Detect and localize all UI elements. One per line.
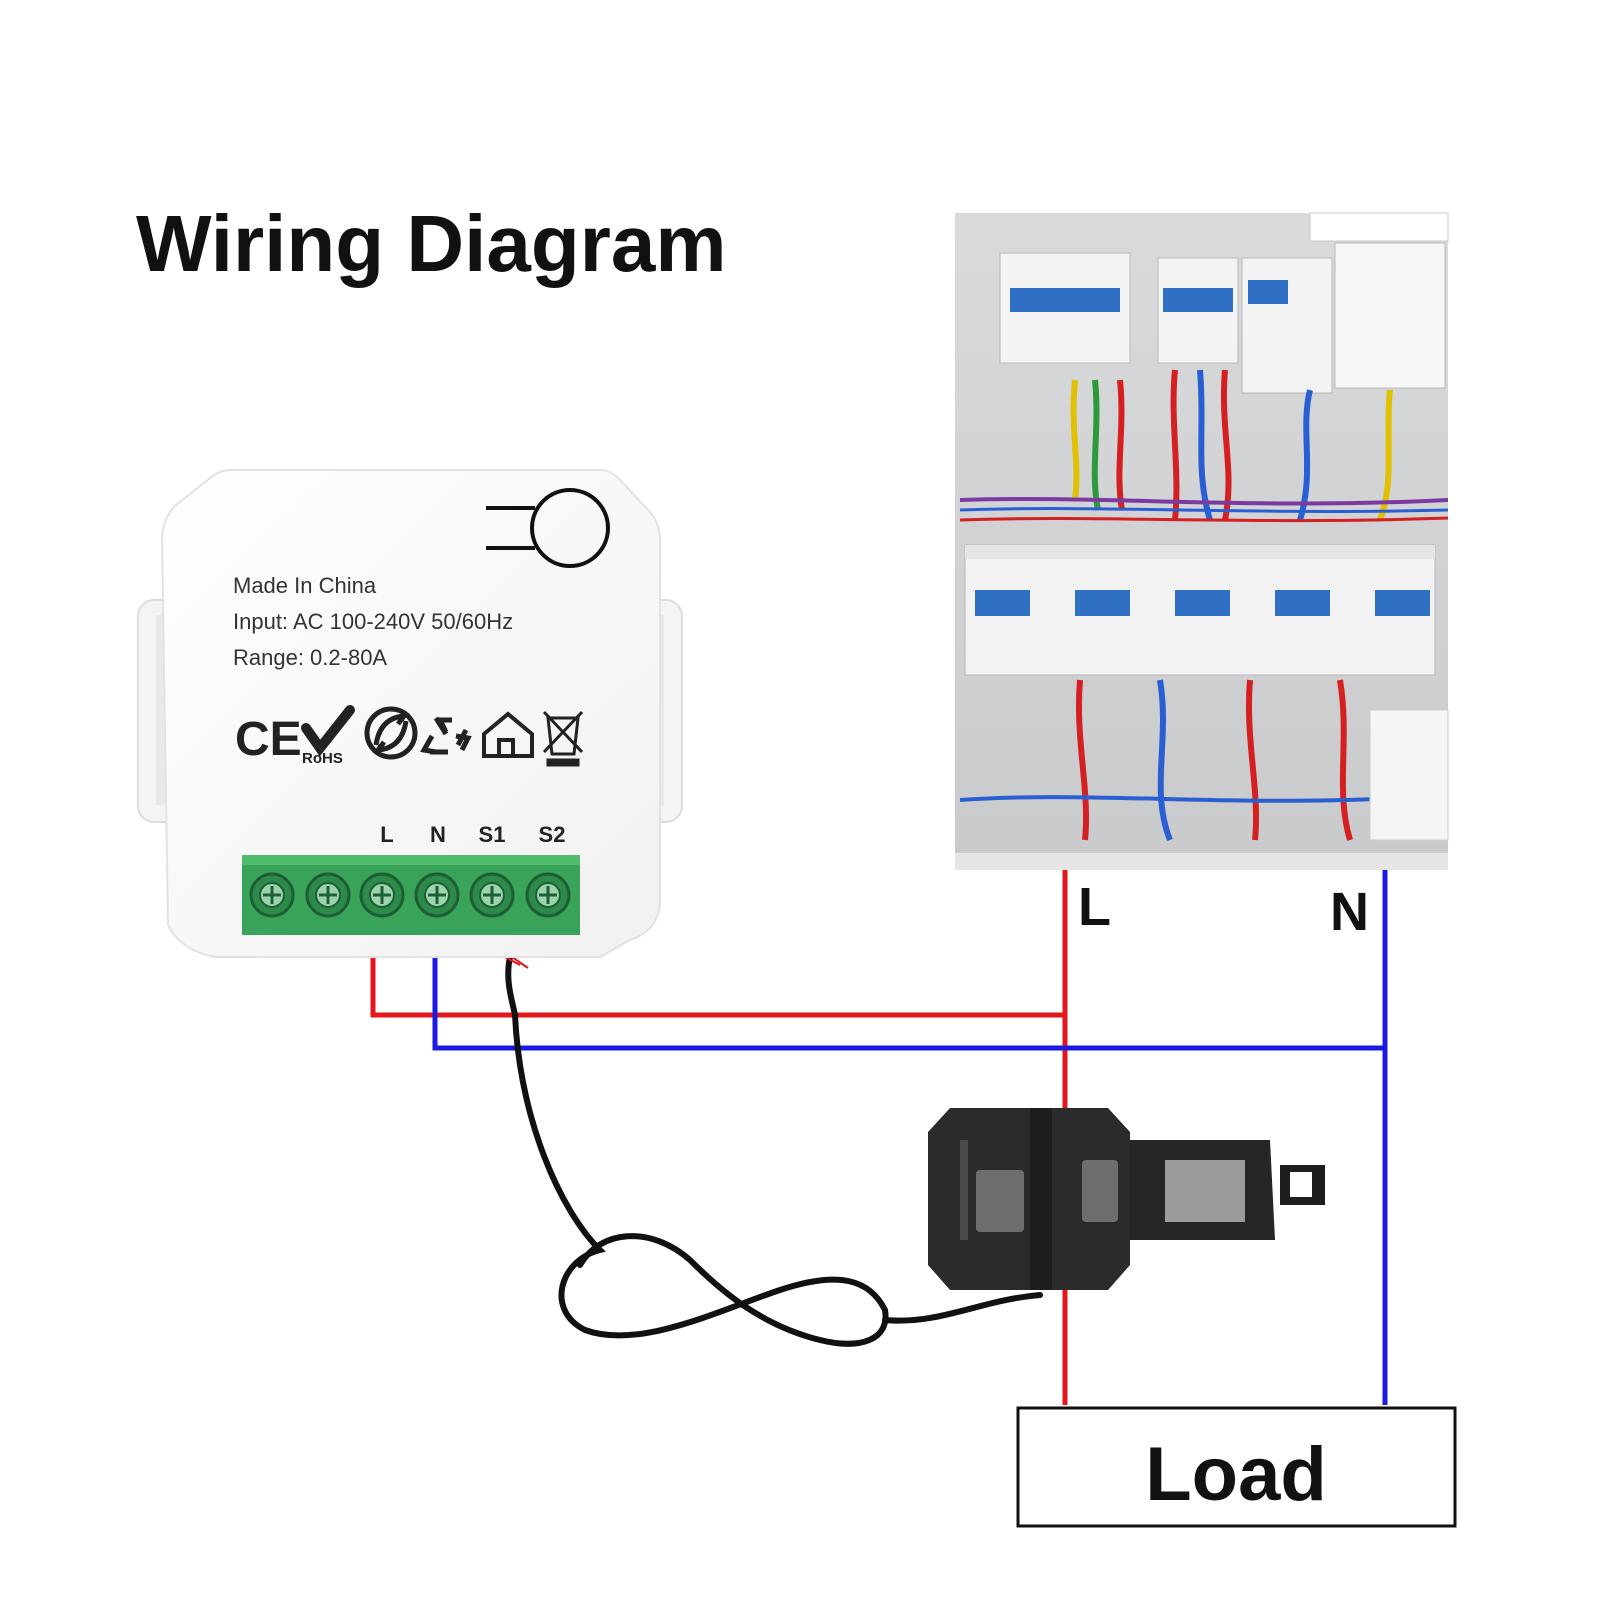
house-icon [482, 711, 534, 758]
load-box: Load [1016, 1406, 1457, 1528]
smart-meter-device: Made In China Input: AC 100-240V 50/60Hz… [137, 469, 683, 958]
label-input-spec: Input: AC 100-240V 50/60Hz [233, 609, 513, 634]
terminal-block [242, 855, 580, 935]
terminal-label-l: L [380, 822, 393, 847]
terminal-screw-icon[interactable] [469, 872, 515, 918]
ct-sensor-cable [505, 954, 1043, 1347]
electrical-panel-photo [955, 212, 1449, 870]
diagram-title: Wiring Diagram [136, 199, 727, 288]
device-neutral-wire [432, 957, 1385, 1051]
terminal-screws [249, 872, 571, 918]
ct-clamp-sensor [928, 1108, 1325, 1290]
terminal-screw-icon[interactable] [525, 872, 571, 918]
recycle-icon [420, 716, 472, 755]
terminal-label-s2: S2 [539, 822, 566, 847]
ce-mark-icon: CE [235, 713, 302, 766]
device-live-wire [370, 957, 1065, 1018]
breaker-row-top [999, 212, 1449, 394]
green-dot-icon [364, 706, 418, 760]
svg-text:RoHS: RoHS [302, 750, 343, 767]
panel-wiring [959, 369, 1449, 842]
pairing-button-icon[interactable] [486, 488, 610, 568]
label-made-in: Made In China [233, 573, 377, 598]
terminal-screw-icon[interactable] [414, 872, 460, 918]
neutral-bus-label: N [1330, 882, 1369, 942]
wall-socket [1369, 709, 1449, 841]
breaker-row-bottom [964, 544, 1436, 676]
load-label: Load [1145, 1432, 1327, 1517]
terminal-screw-icon[interactable] [359, 872, 405, 918]
terminal-label-s1: S1 [479, 822, 506, 847]
weee-bin-icon [542, 710, 584, 767]
label-range-spec: Range: 0.2-80A [233, 645, 387, 670]
live-bus-label: L [1078, 877, 1111, 937]
rohs-check-icon: RoHS [301, 705, 355, 767]
terminal-screw-icon[interactable] [249, 872, 295, 918]
terminal-label-n: N [430, 822, 446, 847]
terminal-screw-icon[interactable] [305, 872, 351, 918]
